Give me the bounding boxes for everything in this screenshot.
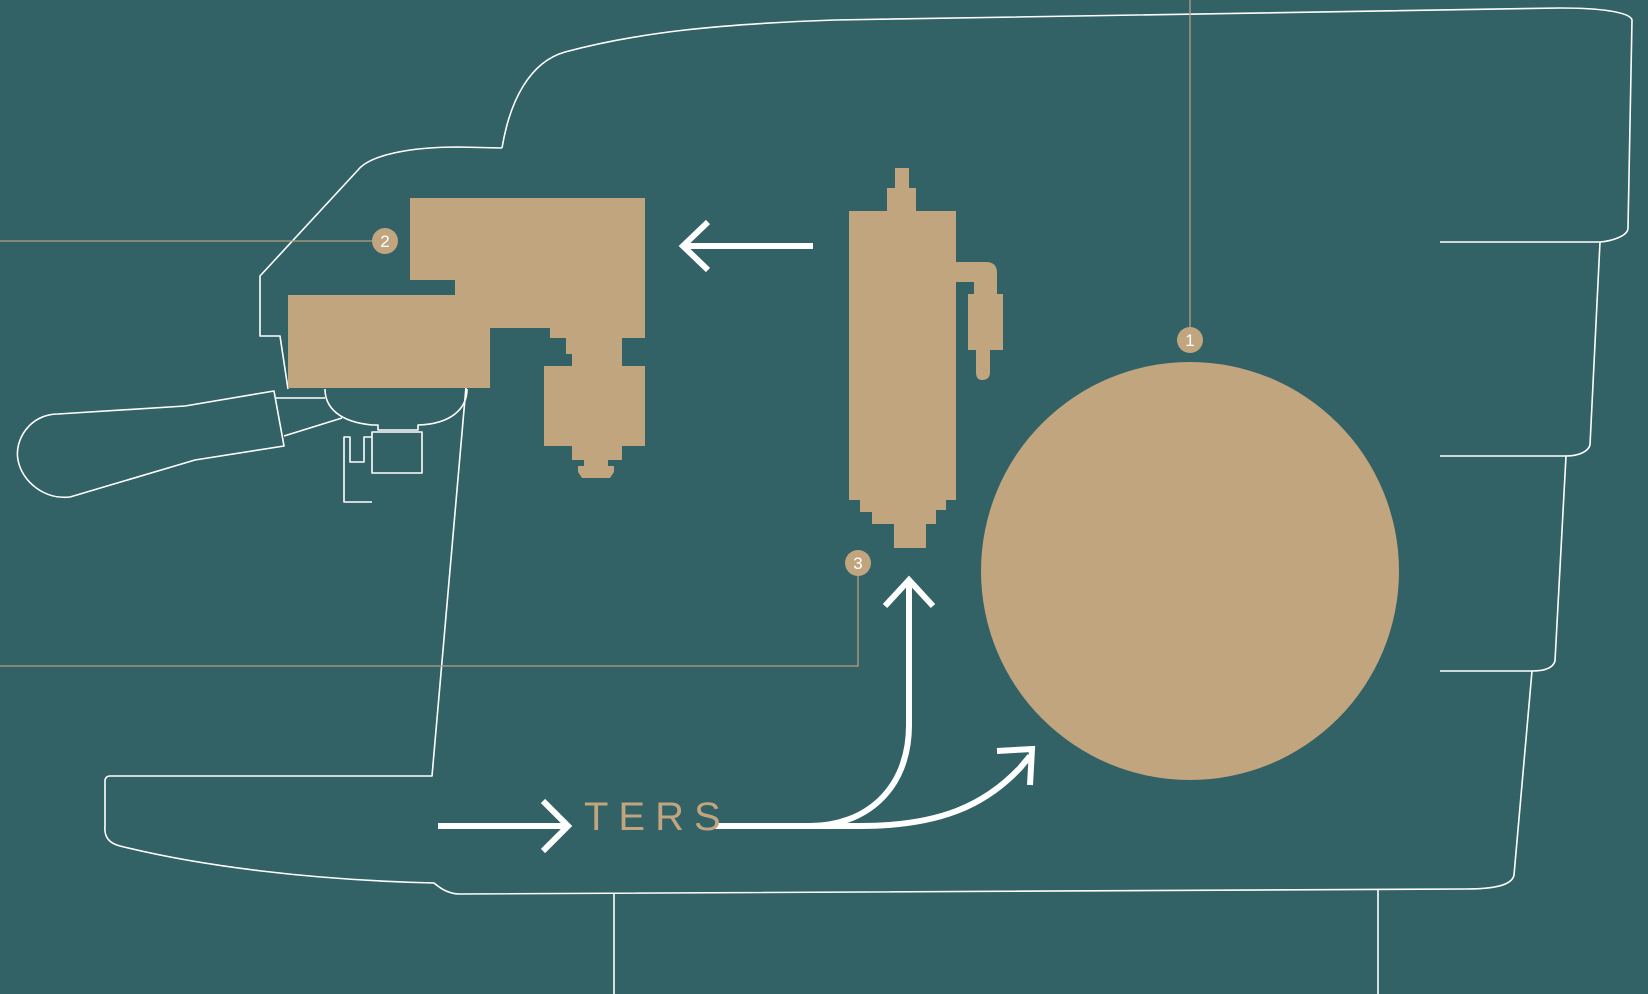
arrow-right-icon [438,798,573,854]
cup [343,431,423,503]
callout-number-2: 2 [380,232,389,251]
callout-number-1: 1 [1185,331,1194,350]
arrow-up-right-icon [810,745,1036,829]
callout-badge-1: 1 [1177,327,1203,353]
badge-circle [845,550,871,576]
callout-badge-2: 2 [372,228,398,254]
machine-body-outline [104,7,1633,895]
boiler-tank [981,362,1399,780]
flow-arrows [438,219,1036,854]
brew-group-block [288,198,645,478]
portafilter-basket [324,388,468,431]
callout-badge-3: 3 [845,550,871,576]
heat-exchanger [849,168,1003,548]
badge-circle [372,228,398,254]
portafilter [16,388,468,503]
callout-number-3: 3 [853,554,862,573]
components [288,168,1399,780]
group-head-outline [259,146,503,390]
badge-circle [1177,327,1203,353]
leader-lines [0,0,1191,667]
machine-outline [104,7,1633,994]
arrow-left-icon [678,219,813,273]
leader-line-3 [0,574,859,667]
portafilter-handle [16,390,285,499]
flow-label: TERS [584,795,731,839]
portafilter-arm [276,397,343,437]
